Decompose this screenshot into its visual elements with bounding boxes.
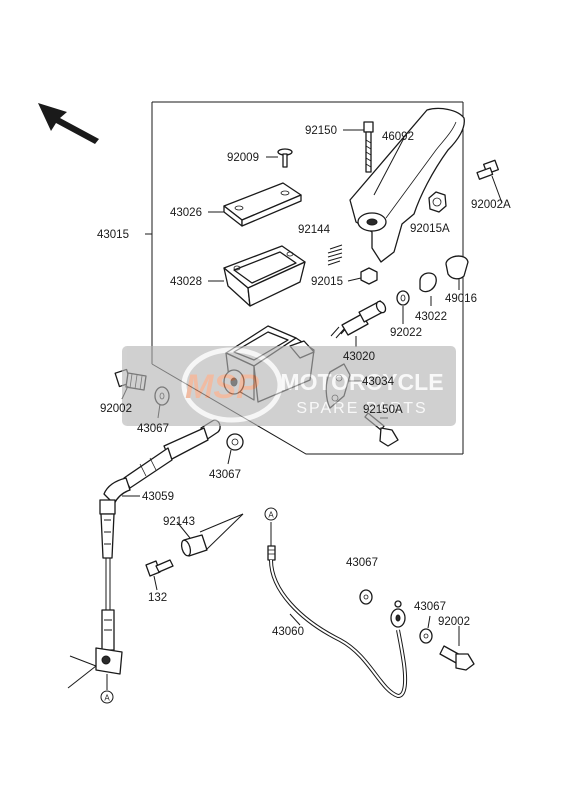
bolt-92002a [476, 159, 503, 204]
label-43059: 43059 [142, 491, 174, 503]
label-92002-right: 92002 [438, 616, 470, 628]
bolt-92150 [343, 121, 374, 173]
banjo-bolt-92002-right [439, 626, 475, 671]
lever-46092 [349, 107, 465, 263]
watermark-line1: MOTORCYCLE [280, 369, 443, 395]
spring-92144 [327, 244, 343, 266]
svg-text:A: A [104, 694, 110, 703]
label-92009: 92009 [227, 152, 259, 164]
washer-43067-d [419, 615, 433, 644]
label-92002a: 92002A [471, 199, 511, 211]
watermark-line2: SPARE PARTS [296, 400, 427, 417]
washer-43067-c [359, 589, 373, 605]
bolt-132 [145, 559, 174, 591]
screw-92009 [266, 148, 293, 168]
label-49016: 49016 [445, 293, 477, 305]
nut-92015a [428, 191, 447, 213]
label-92144: 92144 [298, 224, 331, 236]
boot-49016 [445, 255, 469, 290]
label-43067-c: 43067 [346, 557, 378, 569]
washer-92022 [396, 290, 410, 324]
diaphragm-43028 [208, 245, 306, 307]
reservoir-cap-43026 [208, 182, 302, 227]
marker-a-upper: A [264, 507, 278, 521]
label-43060: 43060 [272, 626, 304, 638]
front-direction-arrow-icon [38, 103, 99, 144]
svg-text:A: A [268, 511, 274, 520]
marker-a-lower: A [100, 690, 114, 704]
piston-kit-43020 [330, 300, 387, 347]
label-92015a: 92015A [410, 223, 450, 235]
brake-hose-43059 [67, 419, 221, 690]
watermark-logo: MSP [185, 368, 259, 406]
label-92022: 92022 [390, 327, 422, 339]
label-43015: 43015 [97, 229, 129, 241]
brake-pipe-43060 [267, 522, 408, 699]
washer-43067-b [226, 433, 244, 465]
label-92143: 92143 [163, 516, 195, 528]
label-43067-b: 43067 [209, 469, 241, 481]
nut-92015 [347, 267, 378, 285]
label-43028: 43028 [170, 276, 202, 288]
watermark: MSP MOTORCYCLE SPARE PARTS [122, 346, 456, 426]
label-43067-a: 43067 [137, 423, 169, 435]
label-46092: 46092 [382, 131, 414, 143]
label-43034: 43034 [362, 376, 395, 388]
sleeve-92143 [176, 513, 244, 557]
label-43026: 43026 [170, 207, 202, 219]
circlip-43022 [419, 272, 437, 306]
label-43020: 43020 [343, 351, 375, 363]
label-132: 132 [148, 592, 167, 604]
label-92002-left: 92002 [100, 403, 132, 415]
label-92015: 92015 [311, 276, 343, 288]
label-92150: 92150 [305, 125, 337, 137]
label-92150a: 92150A [363, 404, 403, 416]
label-43022: 43022 [415, 311, 447, 323]
label-43067-d: 43067 [414, 601, 446, 613]
